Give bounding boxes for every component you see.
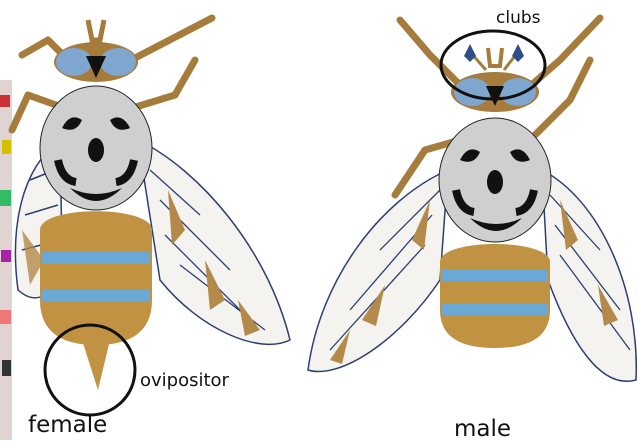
female-label: female [28, 412, 107, 438]
male-right-wing [542, 170, 636, 381]
male-label: male [454, 416, 511, 442]
ovipositor-label: ovipositor [140, 370, 229, 391]
male-fly-illustration [308, 18, 636, 381]
female-fly-illustration [12, 18, 290, 415]
clubs-label: clubs [496, 8, 541, 28]
male-left-wing [308, 170, 448, 372]
left-edge-artifact [0, 80, 12, 440]
female-right-wing [138, 140, 290, 344]
